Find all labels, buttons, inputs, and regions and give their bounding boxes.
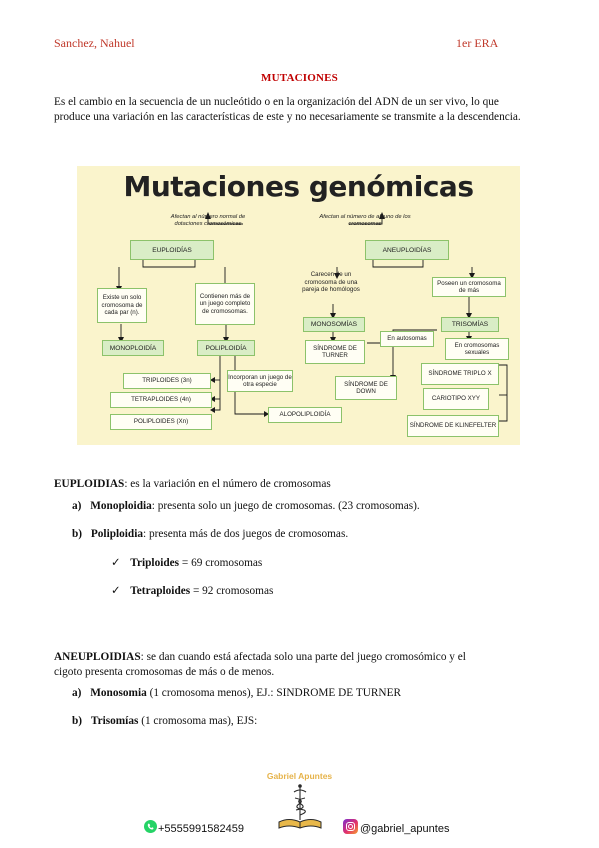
autosomas-box: En autosomas	[380, 331, 434, 347]
euploidias-box: EUPLOIDÍAS	[130, 240, 214, 260]
poliploidia-box: POLIPLOIDÍA	[197, 340, 255, 356]
instagram-handle: @gabriel_apuntes	[360, 823, 450, 835]
aneuploidias-box: ANEUPLOIDÍAS	[365, 240, 449, 260]
poliploidia-text: : presenta más de dos juegos de cromosom…	[142, 528, 349, 540]
sexuales-box: En cromosomas sexuales	[445, 338, 509, 360]
phone-number: +5555991582459	[158, 823, 244, 835]
check-icon: ✓	[111, 585, 121, 597]
down-box: SÍNDROME DE DOWN	[335, 376, 397, 400]
carecen-text: Carecen de un cromosoma de una pareja de…	[302, 271, 360, 293]
mutaciones-diagram: Mutaciones genómicas Afectan al número n…	[77, 166, 520, 445]
course-label: 1er ERA	[456, 36, 499, 50]
note-aneuploidias: Afectan al número de alguno de los cromo…	[319, 214, 411, 227]
aneuploidias-text: : se dan cuando está afectada solo una p…	[140, 651, 466, 663]
euploidias-definition: EUPLOIDIAS: es la variación en el número…	[54, 477, 554, 492]
monosomia-term: Monosomia	[90, 687, 147, 699]
list-item: ✓ Tetraploides = 92 cromosomas	[111, 584, 273, 597]
page-title: MUTACIONES	[261, 72, 338, 84]
alopoliploidia-box: ALOPOLIPLOIDÍA	[268, 407, 342, 423]
klinefelter-box: SÍNDROME DE KLINEFELTER	[407, 415, 499, 437]
list-item: b) Trisomías (1 cromosoma mas), EJS:	[72, 715, 257, 727]
triploides-term: Triploides	[130, 557, 180, 569]
monosomia-text: (1 cromosoma menos), EJ.: SINDROME DE TU…	[146, 687, 402, 699]
contienen-mas-box: Contienen más de un juego completo de cr…	[195, 283, 255, 325]
note-euploidias: Afectan al número normal de dotaciones c…	[170, 214, 246, 227]
monosomias-box: MONOSOMÍAS	[303, 317, 365, 332]
poseen-box: Poseen un cromosoma de más	[432, 277, 506, 297]
triploides-box: TRIPLOIDES (3n)	[123, 373, 211, 389]
monoploidia-text: : presenta solo un juego de cromosomas. …	[151, 500, 420, 512]
trisomias-text: (1 cromosoma mas), EJS:	[138, 715, 258, 727]
list-item: b) Poliploidia: presenta más de dos jueg…	[72, 528, 348, 540]
euploidias-text: : es la variación en el número de cromos…	[124, 478, 331, 490]
tetraploides-term: Tetraploides	[130, 585, 191, 597]
list-marker: a)	[72, 687, 82, 699]
monoploidia-box: MONOPLOIDÍA	[102, 340, 164, 356]
aneuploidias-term: ANEUPLOIDIAS	[54, 651, 141, 663]
monoploidia-term: Monoploidia	[90, 500, 152, 512]
tetraploides-box: TETRAPLOIDES (4n)	[110, 392, 212, 408]
turner-box: SÍNDROME DE TURNER	[305, 340, 365, 364]
list-item: a) Monoploidia: presenta solo un juego d…	[72, 500, 420, 512]
check-icon: ✓	[111, 557, 121, 569]
brand-name: Gabriel Apuntes	[266, 771, 333, 781]
trisomias-term: Trisomías	[90, 715, 139, 727]
book-caduceus-logo-icon	[278, 784, 322, 829]
whatsapp-icon	[144, 820, 157, 833]
aneuploidias-text-2: cigoto presenta cromosomas de más o de m…	[54, 666, 275, 678]
triploides-text: = 69 cromosomas	[179, 557, 263, 569]
instagram-icon	[343, 819, 358, 834]
euploidias-term: EUPLOIDIAS	[54, 478, 125, 490]
list-marker: b)	[72, 715, 83, 727]
diagram-title: Mutaciones genómicas	[123, 170, 474, 203]
author-name: Sanchez, Nahuel	[54, 36, 135, 50]
list-marker: b)	[72, 528, 83, 540]
list-item: a) Monosomia (1 cromosoma menos), EJ.: S…	[72, 687, 401, 699]
poliploidia-term: Poliploidia	[90, 528, 143, 540]
aneuploidias-definition: ANEUPLOIDIAS: se dan cuando está afectad…	[54, 650, 554, 680]
incorporan-box: Incorporan un juego de otra especie	[227, 370, 293, 392]
existe-uno-box: Existe un solo cromosoma de cada par (n)…	[97, 288, 147, 323]
list-item: ✓ Triploides = 69 cromosomas	[111, 556, 262, 569]
intro-paragraph: Es el cambio en la secuencia de un nucle…	[54, 96, 521, 123]
list-marker: a)	[72, 500, 82, 512]
trisomias-box: TRISOMÍAS	[441, 317, 499, 332]
cariotipo-box: CARIOTIPO XYY	[423, 388, 489, 410]
tetraploides-text: = 92 cromosomas	[190, 585, 274, 597]
triplo-x-box: SÍNDROME TRIPLO X	[421, 363, 499, 385]
poliploides-box: POLIPLOIDES (Xn)	[110, 414, 212, 430]
